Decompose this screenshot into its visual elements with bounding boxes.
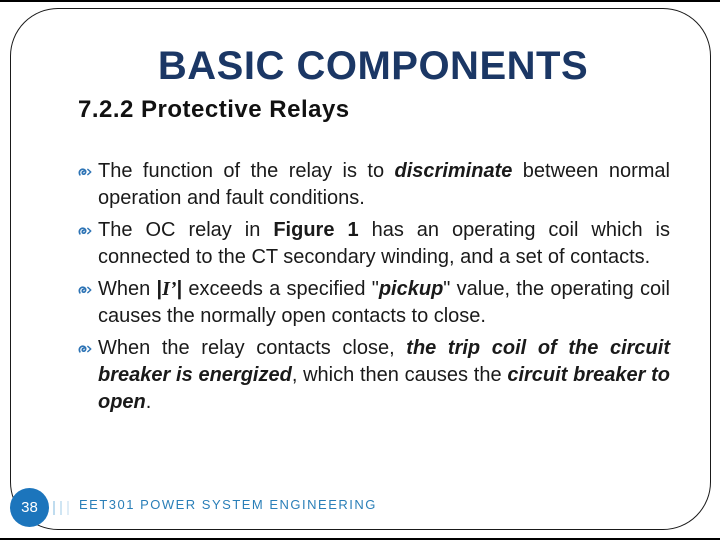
tick-mark (60, 500, 62, 515)
swirl-arrow-bullet-icon (78, 158, 98, 185)
text-segment: the trip coil of the circuit breaker is … (98, 337, 670, 386)
footer-tick-marks-decoration (53, 500, 69, 515)
text-segment: Figure 1 (273, 219, 359, 241)
text-segment: The OC relay in (98, 219, 274, 241)
page-number-badge: 38 (10, 488, 49, 527)
text-segment: pickup (378, 278, 444, 300)
page-number: 38 (21, 499, 38, 516)
bullet-paragraph: The function of the relay is to discrimi… (78, 158, 670, 212)
text-segment: | (156, 278, 163, 300)
tick-mark (53, 500, 55, 515)
text-segment: exceeds a specified " (182, 278, 379, 300)
text-segment: | (176, 278, 183, 300)
slide-top-edge (0, 0, 720, 2)
swirl-arrow-bullet-icon (78, 217, 98, 244)
rounded-slide-border (10, 8, 711, 530)
text-segment: between normal operation and fault condi… (98, 160, 670, 209)
text-segment: " value, the operating coil causes the n… (98, 278, 670, 327)
text-segment: When (98, 278, 157, 300)
bullet-paragraph: When |I’| exceeds a specified "pickup" v… (78, 276, 670, 330)
page-title: BASIC COMPONENTS (157, 44, 589, 88)
tick-mark (67, 500, 69, 515)
footer-text: EET301 POWER SYSTEM ENGINEERING (79, 497, 377, 512)
text-segment: . (145, 391, 152, 413)
text-segment: discriminate (394, 160, 513, 182)
swirl-arrow-bullet-icon (78, 276, 98, 303)
text-segment: circuit breaker to open (98, 364, 670, 413)
bullet-list: The function of the relay is to discrimi… (78, 158, 670, 416)
text-segment: has an operating coil which is connected… (98, 219, 670, 268)
text-segment: , which then causes the (291, 364, 508, 386)
text-segment: I’ (162, 278, 177, 300)
text-segment: When the relay contacts close, (98, 337, 407, 359)
swirl-arrow-bullet-icon (78, 335, 98, 362)
slide-bottom-edge (0, 538, 720, 540)
bullet-paragraph: The OC relay in Figure 1 has an operatin… (78, 217, 670, 271)
section-heading: 7.2.2 Protective Relays (78, 96, 350, 123)
text-segment: The function of the relay is to (98, 160, 395, 182)
bullet-paragraph: When the relay contacts close, the trip … (78, 335, 670, 416)
